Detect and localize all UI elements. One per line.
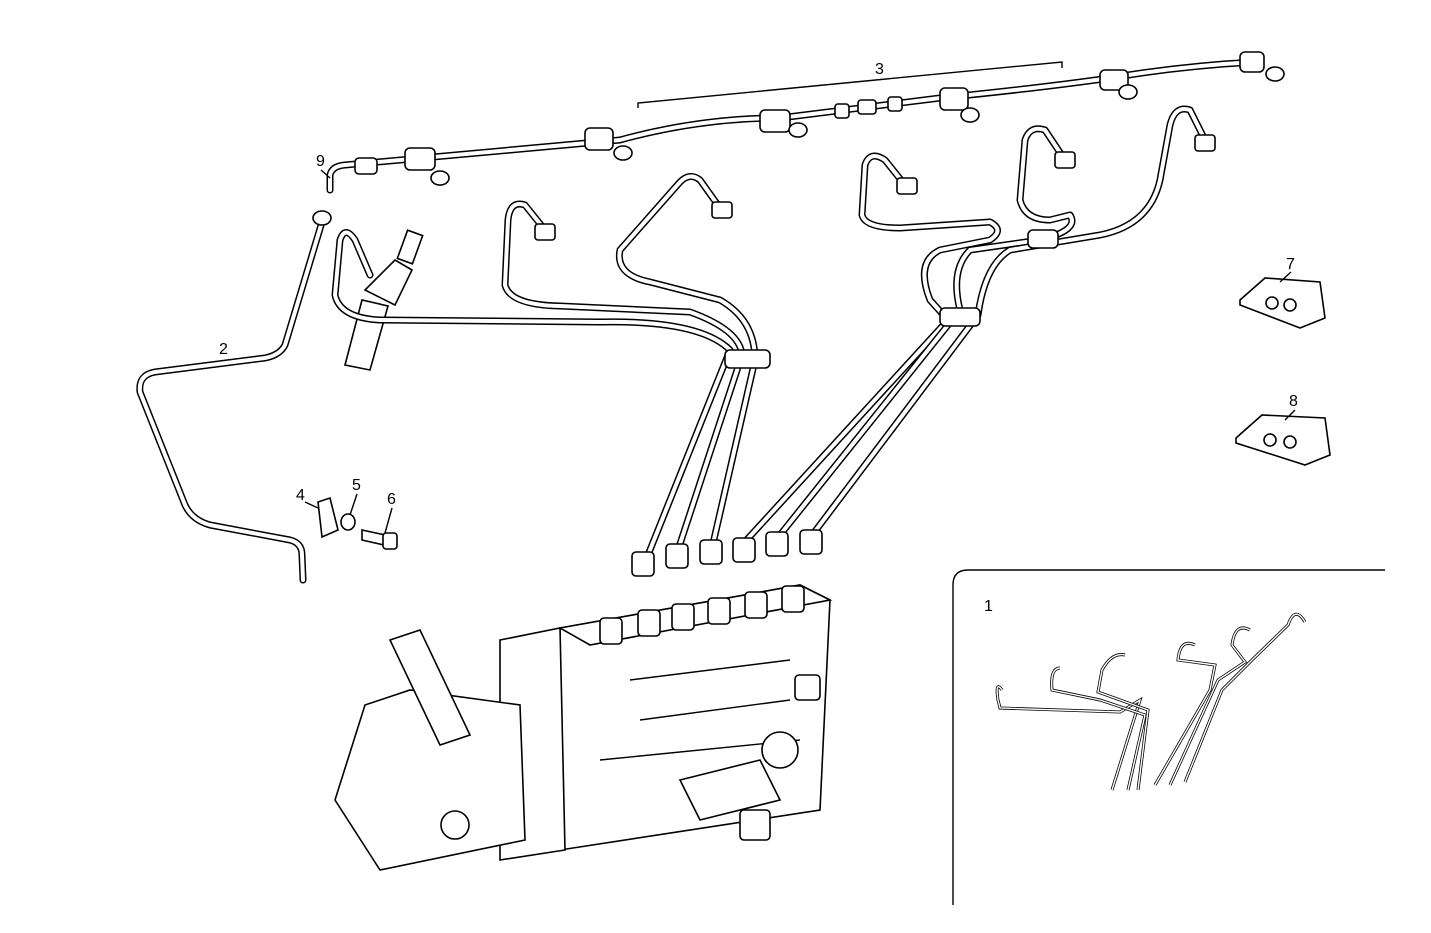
part-3-leak-off-line	[326, 51, 1285, 194]
callout-1: 1	[984, 598, 993, 615]
callout-9: 9	[316, 153, 325, 170]
clamp-8	[1235, 414, 1331, 466]
callout-3: 3	[875, 61, 884, 78]
injection-pump	[334, 584, 833, 871]
part-2-return-pipe	[136, 210, 332, 584]
clamp-7	[1239, 277, 1326, 329]
injection-pipes-left	[331, 173, 771, 577]
inset-assembly-1	[952, 569, 1385, 905]
callout-2: 2	[219, 341, 228, 358]
parts-4-5-6	[317, 496, 398, 550]
callout-6: 6	[387, 491, 396, 508]
callout-7: 7	[1286, 256, 1295, 273]
callout-5: 5	[352, 477, 361, 494]
injection-pipes-right	[732, 105, 1216, 563]
leader-lines	[304, 169, 1296, 534]
callout-8: 8	[1289, 393, 1298, 410]
callout-4: 4	[296, 487, 305, 504]
